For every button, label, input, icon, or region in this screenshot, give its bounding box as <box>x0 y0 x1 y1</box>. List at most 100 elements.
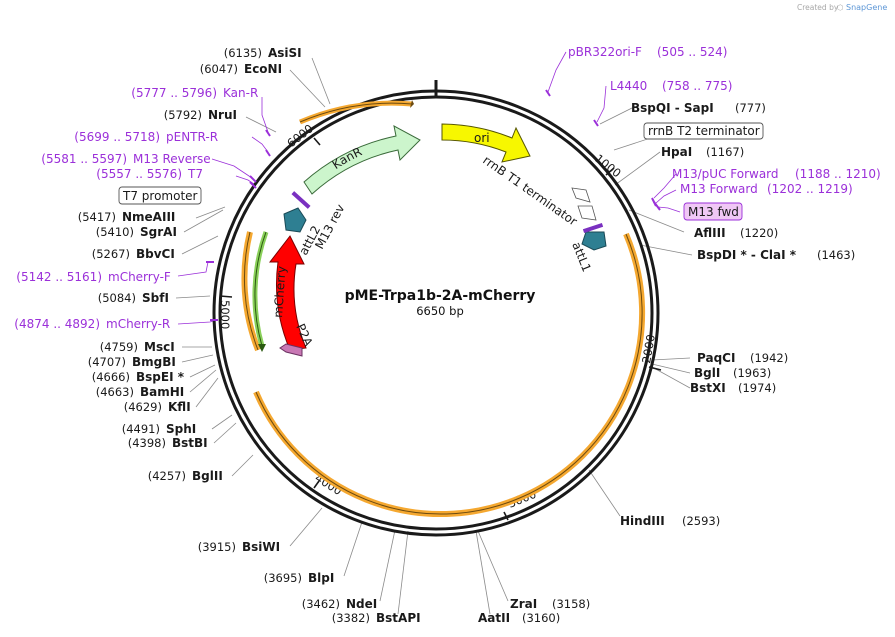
svg-text:(3158): (3158) <box>552 597 590 611</box>
svg-text:PaqCI: PaqCI <box>697 351 735 365</box>
svg-text:(5581 .. 5597): (5581 .. 5597) <box>41 152 127 166</box>
primer-mcherry-f[interactable]: (5142 .. 5161) mCherry-F <box>16 270 171 284</box>
svg-text:(6047): (6047) <box>200 62 238 76</box>
site-econi[interactable]: (6047) EcoNI <box>200 62 282 76</box>
primer-t7[interactable]: (5557 .. 5576) T7 <box>96 167 203 181</box>
tick-1000: 1000 <box>592 151 624 180</box>
svg-text:(5084): (5084) <box>98 291 136 305</box>
primer-m13-puc-forward[interactable]: M13/pUC Forward (1188 .. 1210) <box>672 167 881 181</box>
site-blpi[interactable]: (3695) BlpI <box>264 571 335 585</box>
svg-text:(1188 .. 1210): (1188 .. 1210) <box>795 167 881 181</box>
svg-text:BbvCI: BbvCI <box>136 247 175 261</box>
svg-text:(5142 .. 5161): (5142 .. 5161) <box>16 270 102 284</box>
svg-text:SgrAI: SgrAI <box>140 225 177 239</box>
site-bspqi-sapi[interactable]: BspQI - SapI (777) <box>631 101 766 115</box>
m13-rev-label: M13 rev <box>312 202 347 251</box>
site-bspei[interactable]: (4666) BspEI * <box>92 370 185 384</box>
tick-5000: 5000 <box>218 300 232 329</box>
svg-text:T7: T7 <box>187 167 203 181</box>
svg-text:(4629): (4629) <box>124 400 162 414</box>
feature-rrnb-t1[interactable]: rrnB T1 terminator <box>480 153 597 229</box>
svg-text:(5777 .. 5796): (5777 .. 5796) <box>131 86 217 100</box>
m13-fwd-label: M13 fwd <box>688 205 739 219</box>
credit-text: Created by <box>797 3 839 12</box>
feature-mcherry[interactable]: mCherry <box>268 235 307 351</box>
svg-text:EcoNI: EcoNI <box>244 62 282 76</box>
svg-text:(4257): (4257) <box>148 469 186 483</box>
svg-text:(1220): (1220) <box>740 226 778 240</box>
site-kfli[interactable]: (4629) KflI <box>124 400 191 414</box>
site-nmeaiii[interactable]: (5417) NmeAIII <box>78 210 176 224</box>
site-aatii[interactable]: AatII (3160) <box>478 611 560 625</box>
primer-m13-forward[interactable]: M13 Forward (1202 .. 1219) <box>680 182 853 196</box>
site-paqci[interactable]: PaqCI (1942) <box>697 351 788 365</box>
site-asisi[interactable]: (6135) AsiSI <box>224 46 302 60</box>
callout-rrnb-t2[interactable]: rrnB T2 terminator <box>643 122 764 140</box>
site-bbvci[interactable]: (5267) BbvCI <box>92 247 175 261</box>
primer-l4440[interactable]: L4440 (758 .. 775) <box>610 79 732 93</box>
callout-t7-promoter[interactable]: T7 promoter <box>118 186 202 205</box>
primer-pentr-r[interactable]: (5699 .. 5718) pENTR-R <box>74 130 218 144</box>
svg-text:NdeI: NdeI <box>346 597 377 611</box>
svg-text:(4666): (4666) <box>92 370 130 384</box>
site-hpai[interactable]: HpaI (1167) <box>661 145 744 159</box>
ruler-ticks <box>219 137 662 521</box>
site-bsiwi[interactable]: (3915) BsiWI <box>198 540 280 554</box>
feature-kanr[interactable]: KanR <box>303 125 421 195</box>
site-bstapi[interactable]: (3382) BstAPI <box>332 611 421 625</box>
tick-2000: 2000 <box>639 333 658 364</box>
site-bglii[interactable]: (4257) BglII <box>148 469 223 483</box>
svg-text:(4707): (4707) <box>88 355 126 369</box>
plasmid-title: pME-Trpa1b-2A-mCherry <box>345 288 536 304</box>
svg-text:Kan-R: Kan-R <box>223 86 258 100</box>
primer-kan-r[interactable]: (5777 .. 5796) Kan-R <box>131 86 258 100</box>
site-bstbi[interactable]: (4398) BstBI <box>128 436 208 450</box>
site-bamhi[interactable]: (4663) BamHI <box>96 385 185 399</box>
site-bstxi[interactable]: BstXI (1974) <box>690 381 776 395</box>
svg-text:M13/pUC Forward: M13/pUC Forward <box>672 167 779 181</box>
svg-text:(6135): (6135) <box>224 46 262 60</box>
site-sphi[interactable]: (4491) SphI <box>122 422 197 436</box>
site-afliii[interactable]: AflIII (1220) <box>694 226 778 240</box>
svg-text:BspQI - SapI: BspQI - SapI <box>631 101 714 115</box>
site-ndei[interactable]: (3462) NdeI <box>302 597 378 611</box>
site-bspdi-clai[interactable]: BspDI * - ClaI * (1463) <box>697 248 855 262</box>
svg-text:MscI: MscI <box>144 340 175 354</box>
svg-text:BspDI * - ClaI *: BspDI * - ClaI * <box>697 248 797 262</box>
plasmid-length: 6650 bp <box>416 304 464 318</box>
primer-pbr322ori-f[interactable]: pBR322ori-F (505 .. 524) <box>568 45 727 59</box>
svg-text:(1167): (1167) <box>706 145 744 159</box>
svg-text:BsiWI: BsiWI <box>242 540 280 554</box>
ori-label: ori <box>474 131 490 145</box>
primer-m13-reverse[interactable]: (5581 .. 5597) M13 Reverse <box>41 152 210 166</box>
site-sbfi[interactable]: (5084) SbfI <box>98 291 169 305</box>
svg-text:L4440: L4440 <box>610 79 647 93</box>
svg-text:(5410): (5410) <box>96 225 134 239</box>
svg-text:SbfI: SbfI <box>142 291 169 305</box>
primer-mcherry-r[interactable]: (4874 .. 4892) mCherry-R <box>14 317 170 331</box>
feature-ori[interactable]: ori <box>441 123 531 163</box>
svg-text:(3462): (3462) <box>302 597 340 611</box>
svg-text:(3915): (3915) <box>198 540 236 554</box>
svg-text:(3382): (3382) <box>332 611 370 625</box>
svg-text:(4663): (4663) <box>96 385 134 399</box>
site-bgli[interactable]: BglI (1963) <box>694 366 771 380</box>
site-bmgbi[interactable]: (4707) BmgBI <box>88 355 176 369</box>
site-sgrai[interactable]: (5410) SgrAI <box>96 225 177 239</box>
svg-text:BglI: BglI <box>694 366 720 380</box>
svg-text:AatII: AatII <box>478 611 510 625</box>
snapgene-logo-icon: ⬡ <box>837 3 844 12</box>
svg-text:mCherry-R: mCherry-R <box>106 317 170 331</box>
site-nrui[interactable]: (5792) NruI <box>164 108 237 122</box>
svg-text:(777): (777) <box>735 101 766 115</box>
callout-m13-fwd[interactable]: M13 fwd <box>683 202 743 221</box>
svg-text:M13 Forward: M13 Forward <box>680 182 758 196</box>
site-msci[interactable]: (4759) MscI <box>100 340 175 354</box>
site-hindiii[interactable]: HindIII (2593) <box>620 514 720 528</box>
svg-text:(5557 .. 5576): (5557 .. 5576) <box>96 167 182 181</box>
svg-text:(1463): (1463) <box>817 248 855 262</box>
feature-attl1[interactable]: attL1 <box>569 223 607 274</box>
site-zrai[interactable]: ZraI (3158) <box>510 597 590 611</box>
svg-text:BstBI: BstBI <box>172 436 208 450</box>
